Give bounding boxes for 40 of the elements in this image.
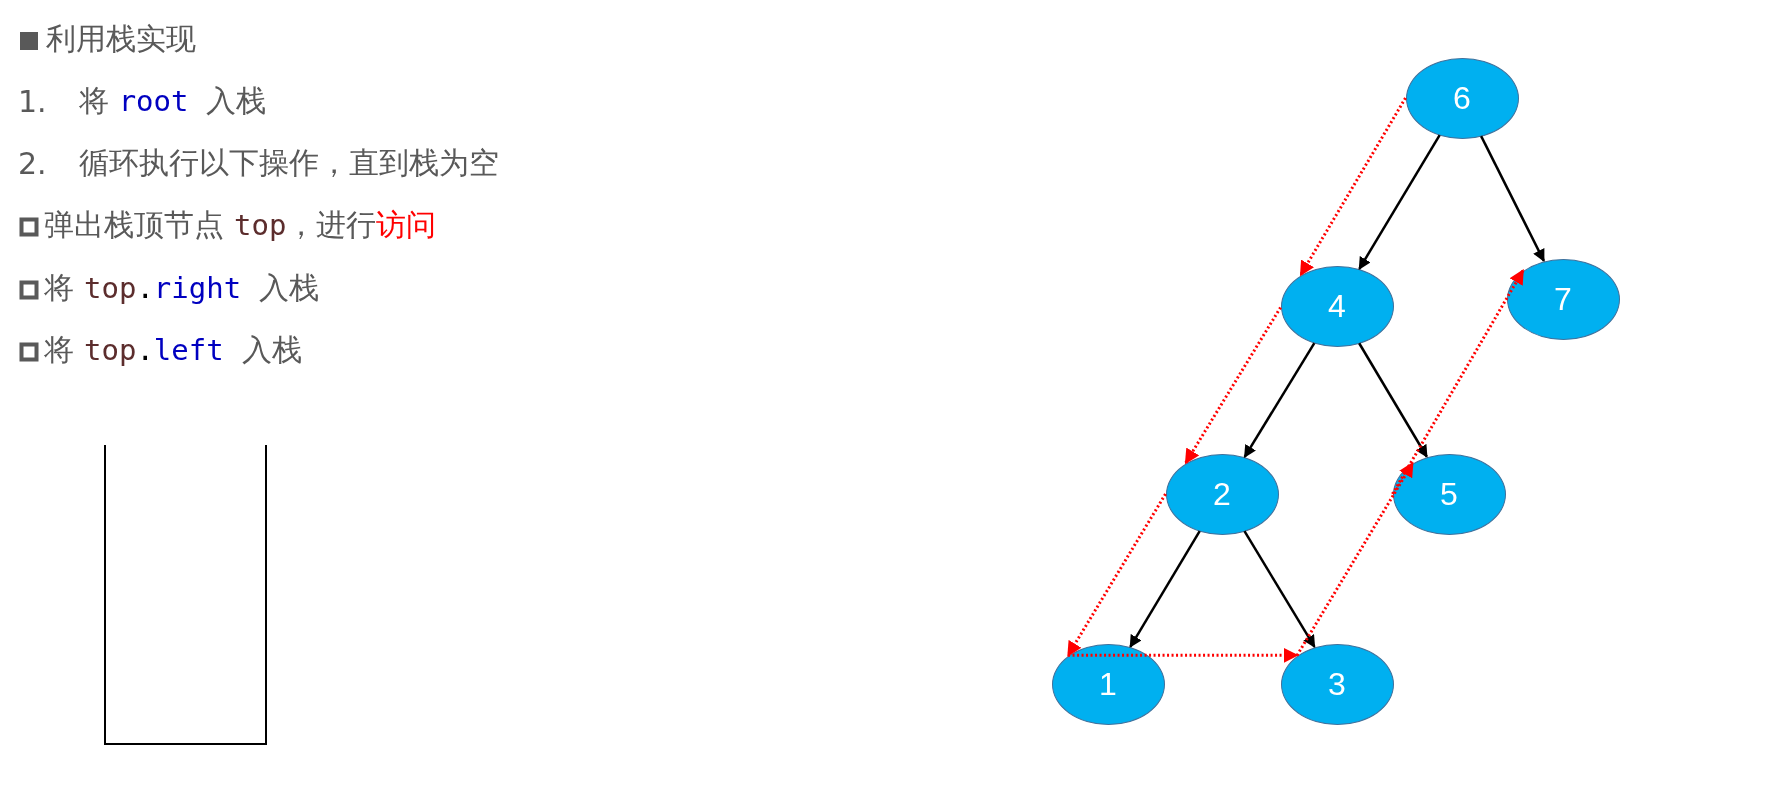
step-text: 1. bbox=[18, 83, 47, 119]
arrow bbox=[1358, 134, 1441, 270]
node-label: 6 bbox=[1453, 79, 1471, 117]
arrow bbox=[1480, 135, 1545, 262]
step-text: ，进行 bbox=[286, 205, 377, 244]
step-text: 2. bbox=[18, 145, 47, 181]
code-text: . bbox=[136, 333, 154, 367]
step-text: 将 bbox=[44, 268, 74, 307]
dotted-arrow bbox=[1184, 306, 1282, 465]
highlight-text: 访问 bbox=[376, 205, 437, 244]
code-text: right bbox=[153, 271, 242, 305]
step-text: 将 bbox=[44, 330, 74, 369]
step-text: 弹出栈顶节点 bbox=[44, 205, 224, 244]
code-text: top bbox=[234, 208, 287, 242]
step-text: 将 bbox=[78, 81, 109, 120]
step-text: 利用栈实现 bbox=[46, 19, 196, 58]
code-text: left bbox=[153, 333, 224, 367]
dotted-arrow bbox=[1299, 97, 1407, 277]
dotted-arrow bbox=[1066, 493, 1167, 657]
step-text: 循环执行以下操作，直到栈为空 bbox=[78, 143, 499, 182]
code-text: . bbox=[136, 271, 154, 305]
node-label: 4 bbox=[1328, 287, 1346, 325]
arrow bbox=[1129, 530, 1201, 648]
node-label: 3 bbox=[1328, 665, 1346, 703]
node-label: 5 bbox=[1440, 475, 1458, 513]
arrow bbox=[1243, 342, 1316, 458]
node-label: 2 bbox=[1213, 475, 1231, 513]
arrow bbox=[1243, 530, 1316, 648]
node-label: 7 bbox=[1554, 280, 1572, 318]
node-label: 1 bbox=[1099, 665, 1117, 703]
arrow bbox=[1358, 342, 1428, 458]
code-text: top bbox=[84, 271, 137, 305]
dotted-arrow bbox=[1295, 461, 1414, 657]
code-text: top bbox=[84, 333, 137, 367]
dotted-arrow bbox=[1068, 647, 1299, 663]
dotted-arrow bbox=[1391, 269, 1525, 495]
step-text: 入栈 bbox=[241, 330, 302, 369]
step-text: 入栈 bbox=[259, 268, 320, 307]
code-text: root bbox=[118, 84, 189, 118]
step-text: 入栈 bbox=[206, 81, 267, 120]
